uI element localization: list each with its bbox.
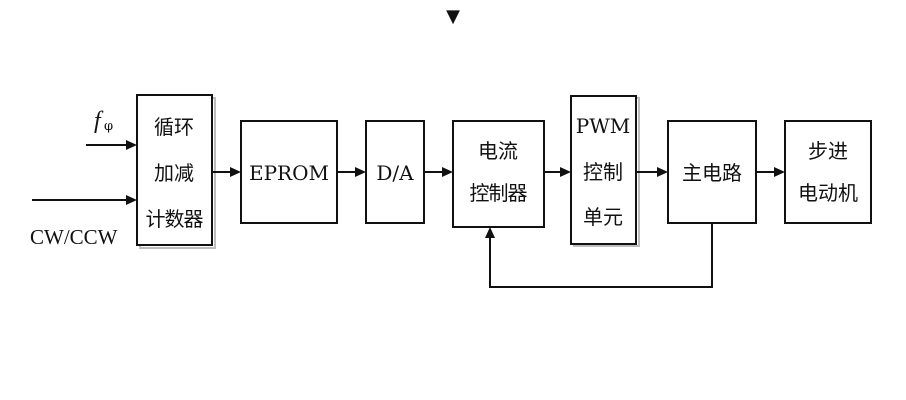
- current-controller-label-line1: 电流: [478, 139, 518, 163]
- top-marker-icon: ▼: [446, 6, 460, 27]
- counter-block: 循环 加减 计数器: [136, 94, 213, 246]
- main-circuit-block: 主电路: [667, 120, 757, 224]
- pwm-unit-label-line1: PWM: [576, 114, 631, 138]
- pwm-unit-block: PWM 控制 单元: [570, 95, 637, 245]
- arrow-da-to-current-controller: [424, 167, 453, 177]
- eprom-label: EPROM: [249, 161, 329, 185]
- arrow-main-circuit-to-motor: [756, 167, 785, 177]
- current-controller-block: 电流 控制器: [452, 120, 545, 228]
- eprom-block: EPROM: [240, 120, 338, 224]
- counter-label-line3: 计数器: [146, 207, 204, 231]
- pwm-unit-label-line3: 单元: [583, 205, 623, 229]
- pwm-unit-label-line2: 控制: [583, 160, 623, 184]
- cw-ccw-input-arrow: [32, 195, 137, 205]
- current-feedback-arrow: [485, 223, 713, 288]
- main-circuit-label: 主电路: [682, 161, 742, 185]
- cw-ccw-input-label: CW/CCW: [30, 225, 118, 249]
- counter-label-line1: 循环: [154, 115, 194, 139]
- fphi-input-arrow: [86, 140, 137, 150]
- stepper-motor-label-line1: 步进: [808, 139, 848, 163]
- fphi-main: f: [94, 108, 104, 134]
- arrow-pwm-to-main-circuit: [636, 167, 668, 177]
- fphi-subscript: φ: [104, 119, 113, 134]
- arrow-counter-to-eprom: [212, 167, 241, 177]
- arrow-current-controller-to-pwm: [544, 167, 571, 177]
- arrow-eprom-to-da: [337, 167, 366, 177]
- stepper-motor-block: 步进 电动机: [784, 120, 872, 224]
- da-block: D/A: [365, 120, 425, 224]
- da-label: D/A: [376, 161, 414, 185]
- stepper-motor-label-line2: 电动机: [798, 181, 858, 205]
- counter-label-line2: 加减: [154, 161, 194, 185]
- fphi-input-label: f φ: [94, 108, 113, 134]
- current-controller-label-line2: 控制器: [470, 181, 528, 205]
